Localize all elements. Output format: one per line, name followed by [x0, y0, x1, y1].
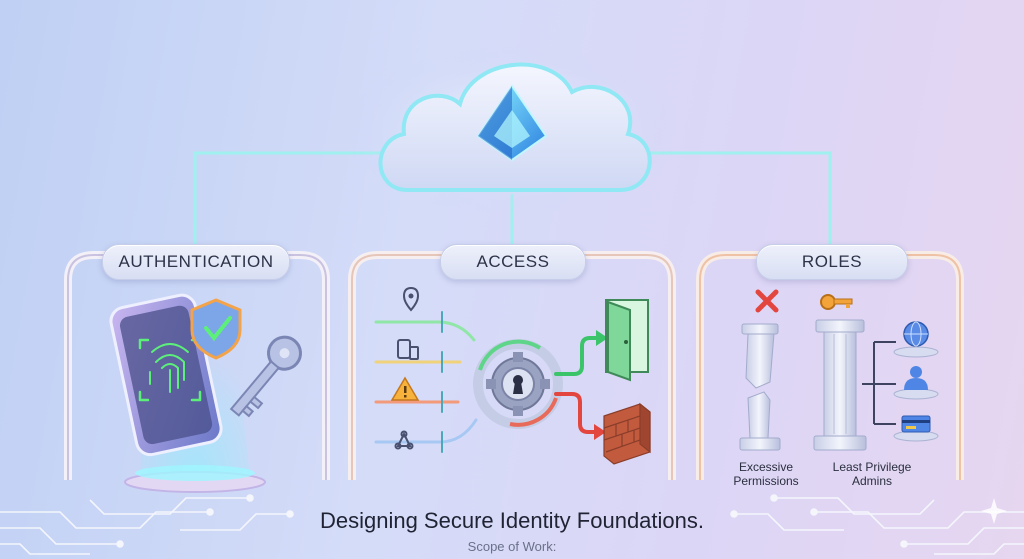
- app-icon: [394, 430, 414, 450]
- page-title: Designing Secure Identity Foundations.: [319, 508, 704, 533]
- solid-pillar: [813, 319, 867, 451]
- caption-least-line1: Least Privilege: [832, 460, 912, 474]
- key-icon: [229, 335, 302, 418]
- keyhole-gear-icon: [473, 339, 563, 429]
- access-label-text: ACCESS: [476, 252, 550, 271]
- page-subtitle: Scope of Work:: [467, 539, 557, 554]
- azure-identity-icon: [476, 84, 548, 162]
- allow-arrow: [554, 330, 608, 376]
- open-door-icon: [605, 299, 649, 382]
- location-pin-icon: [402, 286, 420, 312]
- key-icon: [820, 294, 853, 310]
- caption-excessive-line1: Excessive: [738, 460, 794, 474]
- authentication-label-text: AUTHENTICATION: [118, 252, 274, 271]
- warning-icon: [390, 376, 420, 401]
- roles-branch: [862, 341, 896, 425]
- sparkle-icon: [981, 498, 1007, 524]
- roles-label-text: ROLES: [801, 252, 863, 271]
- card-icon: [893, 415, 939, 442]
- shield-check-icon: [190, 298, 242, 360]
- caption-excessive-permissions: Excessive Permissions: [716, 460, 816, 488]
- caption-least-line2: Admins: [851, 474, 892, 488]
- section-label-access: ACCESS: [440, 244, 586, 280]
- broken-pillar: [739, 323, 781, 451]
- section-label-authentication: AUTHENTICATION: [102, 244, 290, 280]
- deny-arrow: [554, 392, 606, 440]
- user-icon: [893, 366, 939, 400]
- caption-least-privilege: Least Privilege Admins: [812, 460, 932, 488]
- circuit-traces-left: [0, 494, 294, 555]
- access-inbound-lines: [374, 311, 478, 453]
- pedestal: [124, 465, 266, 493]
- circuit-traces-right: [730, 494, 1024, 555]
- globe-icon: [893, 321, 939, 358]
- red-x-icon: [755, 289, 779, 313]
- device-icon: [397, 339, 419, 360]
- caption-excessive-line2: Permissions: [733, 474, 799, 488]
- brick-wall-icon: [603, 402, 651, 465]
- section-label-roles: ROLES: [756, 244, 908, 280]
